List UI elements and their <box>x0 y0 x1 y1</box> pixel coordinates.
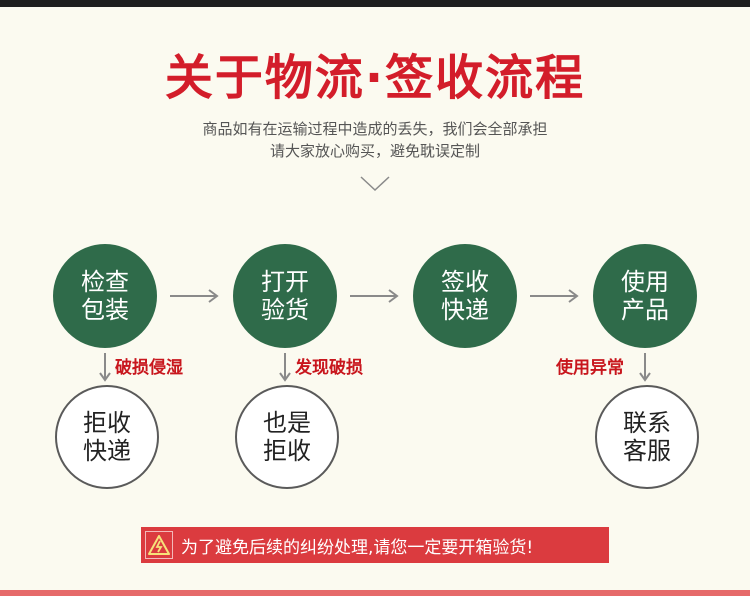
top-border <box>0 0 750 7</box>
subtitle-line-2: 请大家放心购买，避免耽误定制 <box>269 142 480 160</box>
step-label-line1: 打开 <box>261 268 309 296</box>
step-open-inspect: 打开 验货 <box>233 244 337 348</box>
step-label-line1: 使用 <box>621 268 669 296</box>
step-label-line2: 验货 <box>261 296 309 324</box>
chevron-down-icon <box>360 176 390 192</box>
note-damaged-wet: 破损侵湿 <box>115 358 183 378</box>
step-label-line2: 产品 <box>621 296 669 324</box>
step-label-line2: 包装 <box>81 296 129 324</box>
result-contact-service: 联系 客服 <box>595 385 699 489</box>
notice-text: 为了避免后续的纠纷处理,请您一定要开箱验货! <box>181 537 534 558</box>
step-sign-express: 签收 快递 <box>413 244 517 348</box>
arrow-right-icon <box>530 289 579 303</box>
result-label-line1: 联系 <box>623 409 671 437</box>
note-found-damage: 发现破损 <box>295 358 363 378</box>
result-label-line2: 快递 <box>83 437 131 465</box>
notice-banner: 为了避免后续的纠纷处理,请您一定要开箱验货! <box>141 527 609 563</box>
arrow-down-icon <box>639 353 651 382</box>
note-use-abnormal: 使用异常 <box>556 358 624 378</box>
step-label-line1: 签收 <box>441 268 489 296</box>
subtitle-line-1: 商品如有在运输过程中造成的丢失，我们会全部承担 <box>202 120 548 138</box>
step-check-package: 检查 包装 <box>53 244 157 348</box>
result-label-line1: 也是 <box>263 409 311 437</box>
arrow-right-icon <box>170 289 219 303</box>
step-use-product: 使用 产品 <box>593 244 697 348</box>
step-label-line1: 检查 <box>81 268 129 296</box>
warning-icon <box>148 535 170 555</box>
result-label-line2: 拒收 <box>263 437 311 465</box>
step-label-line2: 快递 <box>441 296 489 324</box>
arrow-down-icon <box>279 353 291 382</box>
result-label-line2: 客服 <box>623 437 671 465</box>
warning-icon-box <box>145 531 173 559</box>
result-label-line1: 拒收 <box>83 409 131 437</box>
bottom-border <box>0 590 750 596</box>
result-reject-express: 拒收 快递 <box>55 385 159 489</box>
arrow-right-icon <box>350 289 399 303</box>
page-title: 关于物流·签收流程 <box>164 50 586 106</box>
result-also-reject: 也是 拒收 <box>235 385 339 489</box>
arrow-down-icon <box>99 353 111 382</box>
